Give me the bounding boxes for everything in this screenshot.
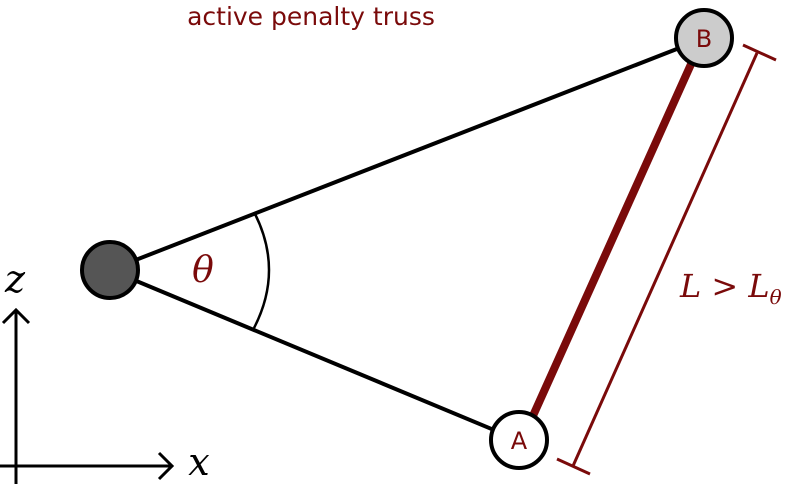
angle-arc [252,211,271,329]
pivot-node [80,240,140,300]
angle-label: θ [192,250,214,291]
length-dimension [556,43,777,476]
length-condition-main: L > L [679,267,770,305]
length-condition-subscript: θ [770,285,782,309]
node-a: A [489,410,549,470]
coordinate-axes [0,307,175,484]
node-a-label: A [511,427,528,455]
node-b: B [674,8,734,68]
x-axis-label: x [188,440,209,484]
penalty-truss-member [528,60,696,420]
truss-member-pivot-a [109,268,519,442]
truss-member-pivot-b [109,36,706,272]
x-axis-arrowhead [157,451,175,481]
diagram-title: active penalty truss [187,2,435,31]
node-b-label: B [696,25,712,53]
z-axis-arrowhead [1,307,31,325]
svg-text:L > Lθ: L > Lθ [679,267,782,309]
length-condition-label: L > Lθ [679,267,782,309]
z-axis-label: z [4,257,26,301]
